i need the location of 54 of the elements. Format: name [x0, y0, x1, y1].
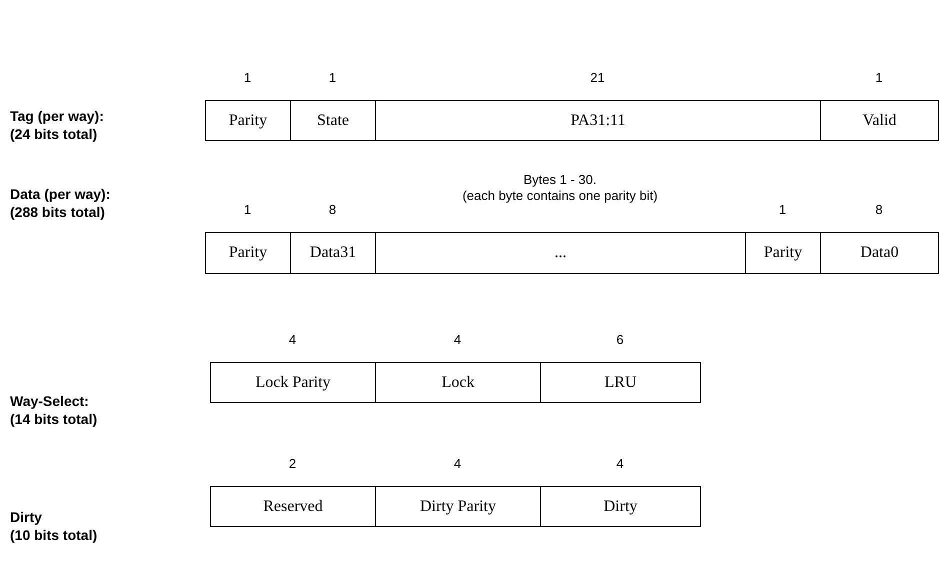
bit-width-label: 4 [452, 332, 462, 348]
field-note: Bytes 1 - 30. [522, 172, 598, 188]
row-heading: Dirty [10, 508, 42, 526]
bit-width-label: 8 [874, 202, 884, 218]
bit-field-cell [540, 486, 701, 527]
field-name: Lock Parity [255, 372, 331, 392]
bit-field-cell [375, 486, 541, 527]
field-name: LRU [604, 372, 636, 392]
field-name: Parity [764, 243, 802, 263]
field-name: State [317, 110, 349, 130]
field-name: Dirty Parity [420, 496, 496, 516]
bit-field-cell [290, 100, 376, 141]
bit-width-label: 4 [452, 456, 462, 472]
row-heading: (24 bits total) [10, 125, 98, 143]
bit-field-cell [820, 100, 939, 141]
field-note: (each byte contains one parity bit) [461, 188, 659, 204]
bit-field-cell [540, 362, 701, 403]
bit-width-label: 4 [615, 456, 625, 472]
bit-width-label: 1 [874, 70, 884, 86]
bit-width-label: 1 [242, 202, 252, 218]
bit-width-label: 21 [589, 70, 606, 86]
bit-field-cell [820, 232, 939, 274]
field-name: Parity [228, 110, 268, 130]
bit-width-label: 1 [242, 70, 252, 86]
bit-field-cell [745, 232, 821, 274]
field-name: PA31:11 [570, 110, 626, 130]
field-name: ... [554, 243, 566, 263]
field-name: Lock [442, 372, 474, 392]
bit-width-label: 2 [288, 456, 298, 472]
bit-width-label: 1 [778, 202, 788, 218]
row-heading: Data (per way): [10, 185, 110, 203]
bit-field-cell [290, 232, 376, 274]
bit-width-label: 8 [328, 202, 338, 218]
bit-field-cell [205, 100, 291, 141]
field-name: Reserved [263, 496, 323, 516]
field-name: Parity [228, 243, 268, 263]
field-name: Data31 [310, 243, 356, 263]
bit-field-cell [375, 362, 541, 403]
bit-width-label: 4 [288, 332, 298, 348]
field-name: Valid [862, 110, 896, 130]
row-heading: Way-Select: [10, 392, 89, 410]
row-heading: (14 bits total) [10, 410, 98, 428]
bit-width-label: 1 [328, 70, 338, 86]
bit-field-cell [375, 232, 746, 274]
row-heading: (288 bits total) [10, 203, 105, 221]
bit-field-cell [210, 362, 376, 403]
field-name: Data0 [860, 243, 899, 263]
field-name: Dirty [604, 496, 638, 516]
bit-field-cell [210, 486, 376, 527]
bit-field-cell [375, 100, 821, 141]
row-heading: Tag (per way): [10, 107, 104, 125]
bit-width-label: 6 [615, 332, 625, 348]
bit-field-cell [205, 232, 291, 274]
row-heading: (10 bits total) [10, 526, 98, 544]
